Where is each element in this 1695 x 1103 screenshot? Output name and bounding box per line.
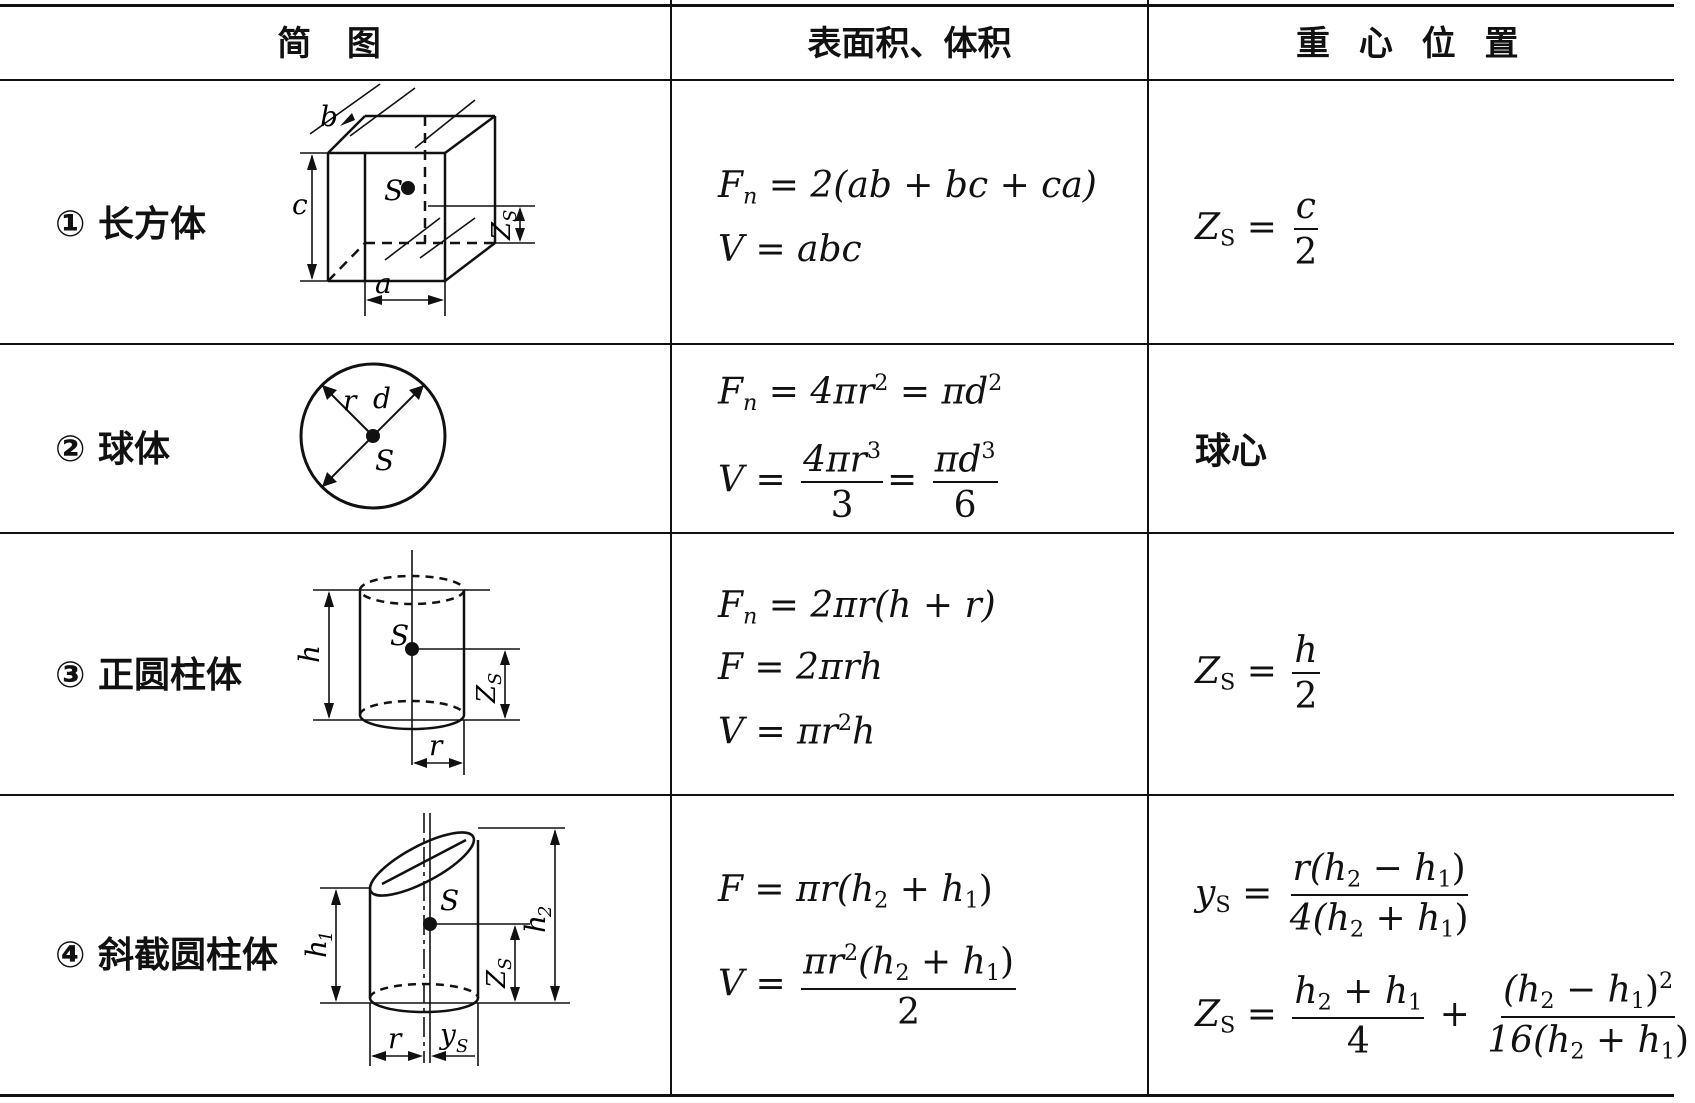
cylinder-lateral-formula: F = 2πrh [718, 647, 883, 688]
cylinder-area-formula: Fn = 2πr(h + r) [718, 585, 996, 630]
header-rule [0, 79, 1674, 81]
header-area-volume: 表面积、体积 [807, 23, 1012, 64]
cuboid-figure: b c S a Z S [292, 83, 535, 316]
row-name-sphere: ② 球体 [55, 429, 171, 470]
col-rule-1 [670, 0, 672, 1097]
label-ys: y [438, 1018, 457, 1051]
cylinder-figure: S r h Z S [293, 550, 520, 775]
label-zs-sub: S [495, 958, 516, 970]
label-h: h [293, 645, 326, 663]
label-c: c [292, 188, 308, 221]
label-s: S [384, 174, 403, 207]
oblique-centroid-y: yS = r(h2 − h1) 4(h2 + h1) [1195, 848, 1469, 943]
cuboid-area-formula: Fn = 2(ab + bc + ca) [718, 165, 1097, 210]
label-h1: h [300, 940, 333, 958]
row-name-cuboid: ① 长方体 [55, 204, 207, 245]
label-zs-sub: S [500, 210, 521, 222]
oblique-centroid-z: ZS = h2 + h1 4 + (h2 − h1)2 16(h2 + h1) [1195, 968, 1690, 1065]
label-r: r [429, 729, 444, 762]
label-h1-sub: 1 [316, 931, 337, 942]
label-s: S [390, 619, 409, 652]
label-a: a [375, 267, 392, 300]
label-zs: Z [482, 969, 512, 989]
row-name-cylinder: ③ 正圆柱体 [55, 655, 243, 696]
label-r: r [388, 1022, 403, 1055]
label-s: S [440, 884, 459, 917]
row-rule-3 [0, 794, 1674, 796]
label-h2: h [519, 915, 552, 933]
row-rule-2 [0, 532, 1674, 534]
cuboid-volume-formula: V = abc [718, 229, 862, 270]
row-name-oblique-cylinder: ④ 斜截圆柱体 [55, 935, 279, 976]
label-b: b [320, 100, 338, 133]
label-ys-sub: S [456, 1036, 468, 1057]
cylinder-volume-formula: V = πr2h [718, 710, 876, 753]
label-d: d [373, 382, 391, 415]
label-r: r [343, 384, 358, 417]
label-zs-sub: S [485, 673, 506, 685]
col-rule-2 [1147, 0, 1149, 1097]
row-rule-1 [0, 343, 1674, 345]
label-s: S [375, 444, 394, 477]
sphere-centroid: 球心 [1195, 431, 1268, 472]
label-zs: Z [487, 221, 517, 241]
oblique-cylinder-figure: S r y S h 1 Z S h 2 [300, 813, 570, 1066]
oblique-volume-formula: V = πr2(h2 + h1) 2 [718, 940, 1017, 1033]
table-top-rule [0, 4, 1674, 7]
header-diagram: 简 图 [277, 23, 393, 64]
table-bottom-rule [0, 1094, 1674, 1097]
header-centroid: 重 心 位 置 [1295, 23, 1527, 64]
sphere-area-formula: Fn = 4πr2 = πd2 [718, 370, 1003, 417]
label-zs: Z [472, 684, 502, 704]
label-h2-sub: 2 [535, 906, 556, 918]
oblique-area-formula: F = πr(h2 + h1) [718, 869, 993, 914]
sphere-figure: r d S [299, 362, 447, 510]
